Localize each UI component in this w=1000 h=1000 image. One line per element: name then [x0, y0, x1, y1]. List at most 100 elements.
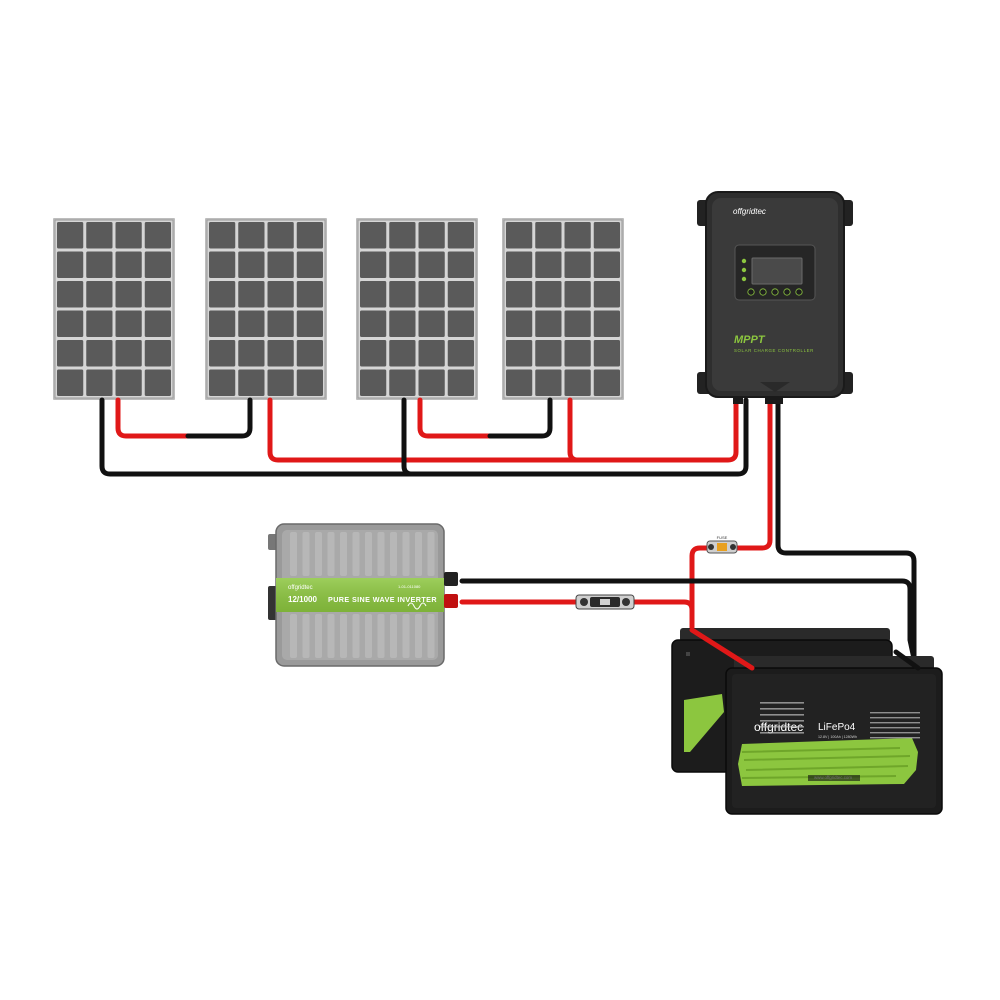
solar-cell: [57, 281, 84, 308]
solar-cell: [115, 369, 142, 396]
status-led-3: [741, 276, 747, 282]
solar-cell: [535, 310, 562, 337]
solar-cell: [238, 369, 265, 396]
solar-cell: [209, 340, 236, 367]
inverter-rating: 12/1000: [288, 595, 317, 604]
solar-cell: [447, 251, 474, 278]
solar-cell: [418, 222, 445, 249]
battery-front: offgridtec LiFePo4 12.8V | 100Ah | 1280W…: [725, 656, 943, 815]
solar-cell: [506, 251, 533, 278]
solar-cell: [86, 310, 113, 337]
controller-lcd-screen: [751, 257, 803, 285]
menu-icon[interactable]: [747, 288, 755, 296]
wire-negative-string-b: [401, 397, 415, 477]
solar-cell: [209, 369, 236, 396]
solar-cell: [238, 340, 265, 367]
solar-cell: [564, 222, 591, 249]
wire-negative-string-a: [99, 397, 749, 477]
solar-cell: [389, 369, 416, 396]
solar-cell: [238, 310, 265, 337]
solar-cell: [593, 281, 620, 308]
wire-positive-inverter-to-battery: [459, 599, 695, 613]
down-icon[interactable]: [771, 288, 779, 296]
solar-cell: [418, 281, 445, 308]
solar-cell: [564, 281, 591, 308]
solar-cell: [360, 251, 387, 278]
solar-cell: [389, 281, 416, 308]
solar-cell: [535, 369, 562, 396]
battery-spec: 12.8V | 100Ah | 1280Wh: [818, 735, 857, 739]
solar-cell: [296, 251, 323, 278]
solar-cell: [86, 251, 113, 278]
solar-cell: [115, 251, 142, 278]
solar-cell: [238, 251, 265, 278]
solar-cell: [267, 310, 294, 337]
solar-cell: [86, 281, 113, 308]
solar-panel-1: [53, 218, 175, 400]
wire-negative-terminal: [893, 649, 921, 671]
solar-cell: [144, 281, 171, 308]
controller-buttons: [747, 288, 803, 296]
solar-cell: [418, 251, 445, 278]
set-icon[interactable]: [795, 288, 803, 296]
solar-cell: [144, 310, 171, 337]
wire-negative-inverter-to-battery: [459, 578, 919, 671]
solar-cell: [506, 281, 533, 308]
solar-cell: [209, 222, 236, 249]
solar-cell: [360, 369, 387, 396]
controller-model: MPPT: [734, 334, 766, 346]
solar-cell: [418, 340, 445, 367]
solar-cell: [144, 222, 171, 249]
solar-cell: [389, 222, 416, 249]
solar-cell: [389, 310, 416, 337]
inverter-brand-logo: offgridtec: [288, 585, 313, 591]
solar-cell: [115, 281, 142, 308]
wire-negative-controller-to-battery: [775, 397, 917, 671]
controller-subtitle: SOLAR CHARGE CONTROLLER: [734, 348, 814, 353]
solar-cell: [238, 281, 265, 308]
solar-cell: [564, 251, 591, 278]
solar-cell: [209, 281, 236, 308]
up-icon[interactable]: [759, 288, 767, 296]
solar-cell: [115, 222, 142, 249]
battery-rear-green-brush: [684, 694, 724, 752]
inverter-heat-fins: [290, 532, 435, 658]
wire-negative-panel4-to-panel3: [487, 397, 553, 439]
solar-cell: [360, 310, 387, 337]
solar-cell: [86, 369, 113, 396]
solar-cell: [418, 310, 445, 337]
solar-cell: [506, 340, 533, 367]
solar-cell: [296, 369, 323, 396]
solar-cell: [360, 222, 387, 249]
wire-positive-panel3-to-panel4: [417, 397, 493, 439]
battery-chemistry: LiFePo4: [818, 722, 856, 733]
solar-cell: [360, 281, 387, 308]
solar-cell: [535, 281, 562, 308]
wire-positive-panel1-to-panel2: [115, 397, 191, 439]
controller-brand-logo: offgridtec: [733, 207, 766, 216]
solar-cell: [296, 222, 323, 249]
battery-fine-print: [760, 702, 920, 739]
inverter-title: PURE SINE WAVE INVERTER: [328, 595, 437, 604]
solar-cell: [238, 222, 265, 249]
wire-positive-controller-to-battery: [689, 397, 773, 671]
solar-cell: [447, 310, 474, 337]
solar-cell: [57, 222, 84, 249]
solar-cell: [57, 310, 84, 337]
enter-icon[interactable]: [783, 288, 791, 296]
solar-panel-array: [53, 218, 624, 400]
solar-cell: [57, 340, 84, 367]
solar-cell: [86, 222, 113, 249]
solar-cell: [535, 340, 562, 367]
solar-cell: [593, 310, 620, 337]
sine-wave-icon: [407, 602, 427, 610]
solar-cell: [389, 251, 416, 278]
fuse-controller-line: FUSE: [706, 535, 738, 554]
solar-cell: [296, 310, 323, 337]
solar-cell: [389, 340, 416, 367]
solar-cell: [296, 281, 323, 308]
solar-cell: [593, 251, 620, 278]
solar-cell: [593, 340, 620, 367]
solar-cell: [144, 251, 171, 278]
